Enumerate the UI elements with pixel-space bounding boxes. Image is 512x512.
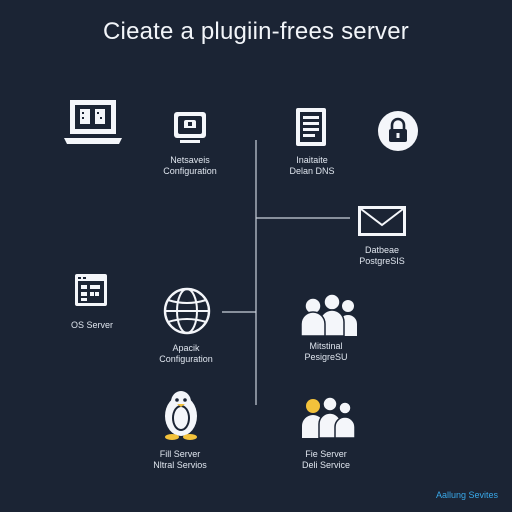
install-dns-line1: Inaitaite	[296, 155, 328, 165]
database-label: Datbeae PostgreSIS	[342, 245, 422, 267]
os-server-line1: OS Server	[70, 320, 113, 330]
postgresql-line1: Mitstinal	[309, 341, 343, 351]
network-configuration-line1: Netsaveis	[170, 155, 210, 165]
envelope-icon	[356, 204, 408, 243]
postgresql-label: Mitstinal PesigreSU	[286, 341, 366, 363]
laptop-icon	[62, 98, 124, 157]
network-configuration-label: Netsaveis Configuration	[150, 155, 230, 177]
postgresql-line2: PesigreSU	[304, 352, 348, 362]
install-dns-label: Inaitaite Delan DNS	[272, 155, 352, 177]
database-line2: PostgreSIS	[359, 256, 405, 266]
apache-configuration-line2: Configuration	[159, 354, 213, 364]
users-team-icon	[298, 396, 358, 445]
network-configuration-icon	[172, 110, 208, 149]
page-title: Cieate a plugiin-frees server	[103, 18, 409, 45]
file-server-line1: Fill Server	[159, 449, 201, 459]
os-server-label: OS Server	[52, 320, 132, 331]
globe-icon	[162, 286, 212, 341]
install-dns-line2: Delan DNS	[289, 166, 335, 176]
file-service-label: Fie Server Deli Service	[286, 449, 366, 471]
users-group-icon	[298, 290, 364, 343]
footer-caption: Aallung Sevites	[435, 490, 498, 500]
database-line1: Datbeae	[364, 245, 400, 255]
server-app-icon	[73, 272, 109, 313]
linux-penguin-icon	[156, 388, 206, 447]
lock-icon	[377, 110, 419, 157]
file-server-label: Fill Server Nltral Servios	[140, 449, 220, 471]
document-icon	[294, 106, 330, 155]
network-configuration-line2: Configuration	[163, 166, 217, 176]
file-service-line1: Fie Server	[305, 449, 347, 459]
apache-configuration-label: Apacik Configuration	[146, 343, 226, 365]
file-server-line2: Nltral Servios	[153, 460, 207, 470]
file-service-line2: Deli Service	[301, 460, 350, 470]
apache-configuration-line1: Apacik	[172, 343, 200, 353]
